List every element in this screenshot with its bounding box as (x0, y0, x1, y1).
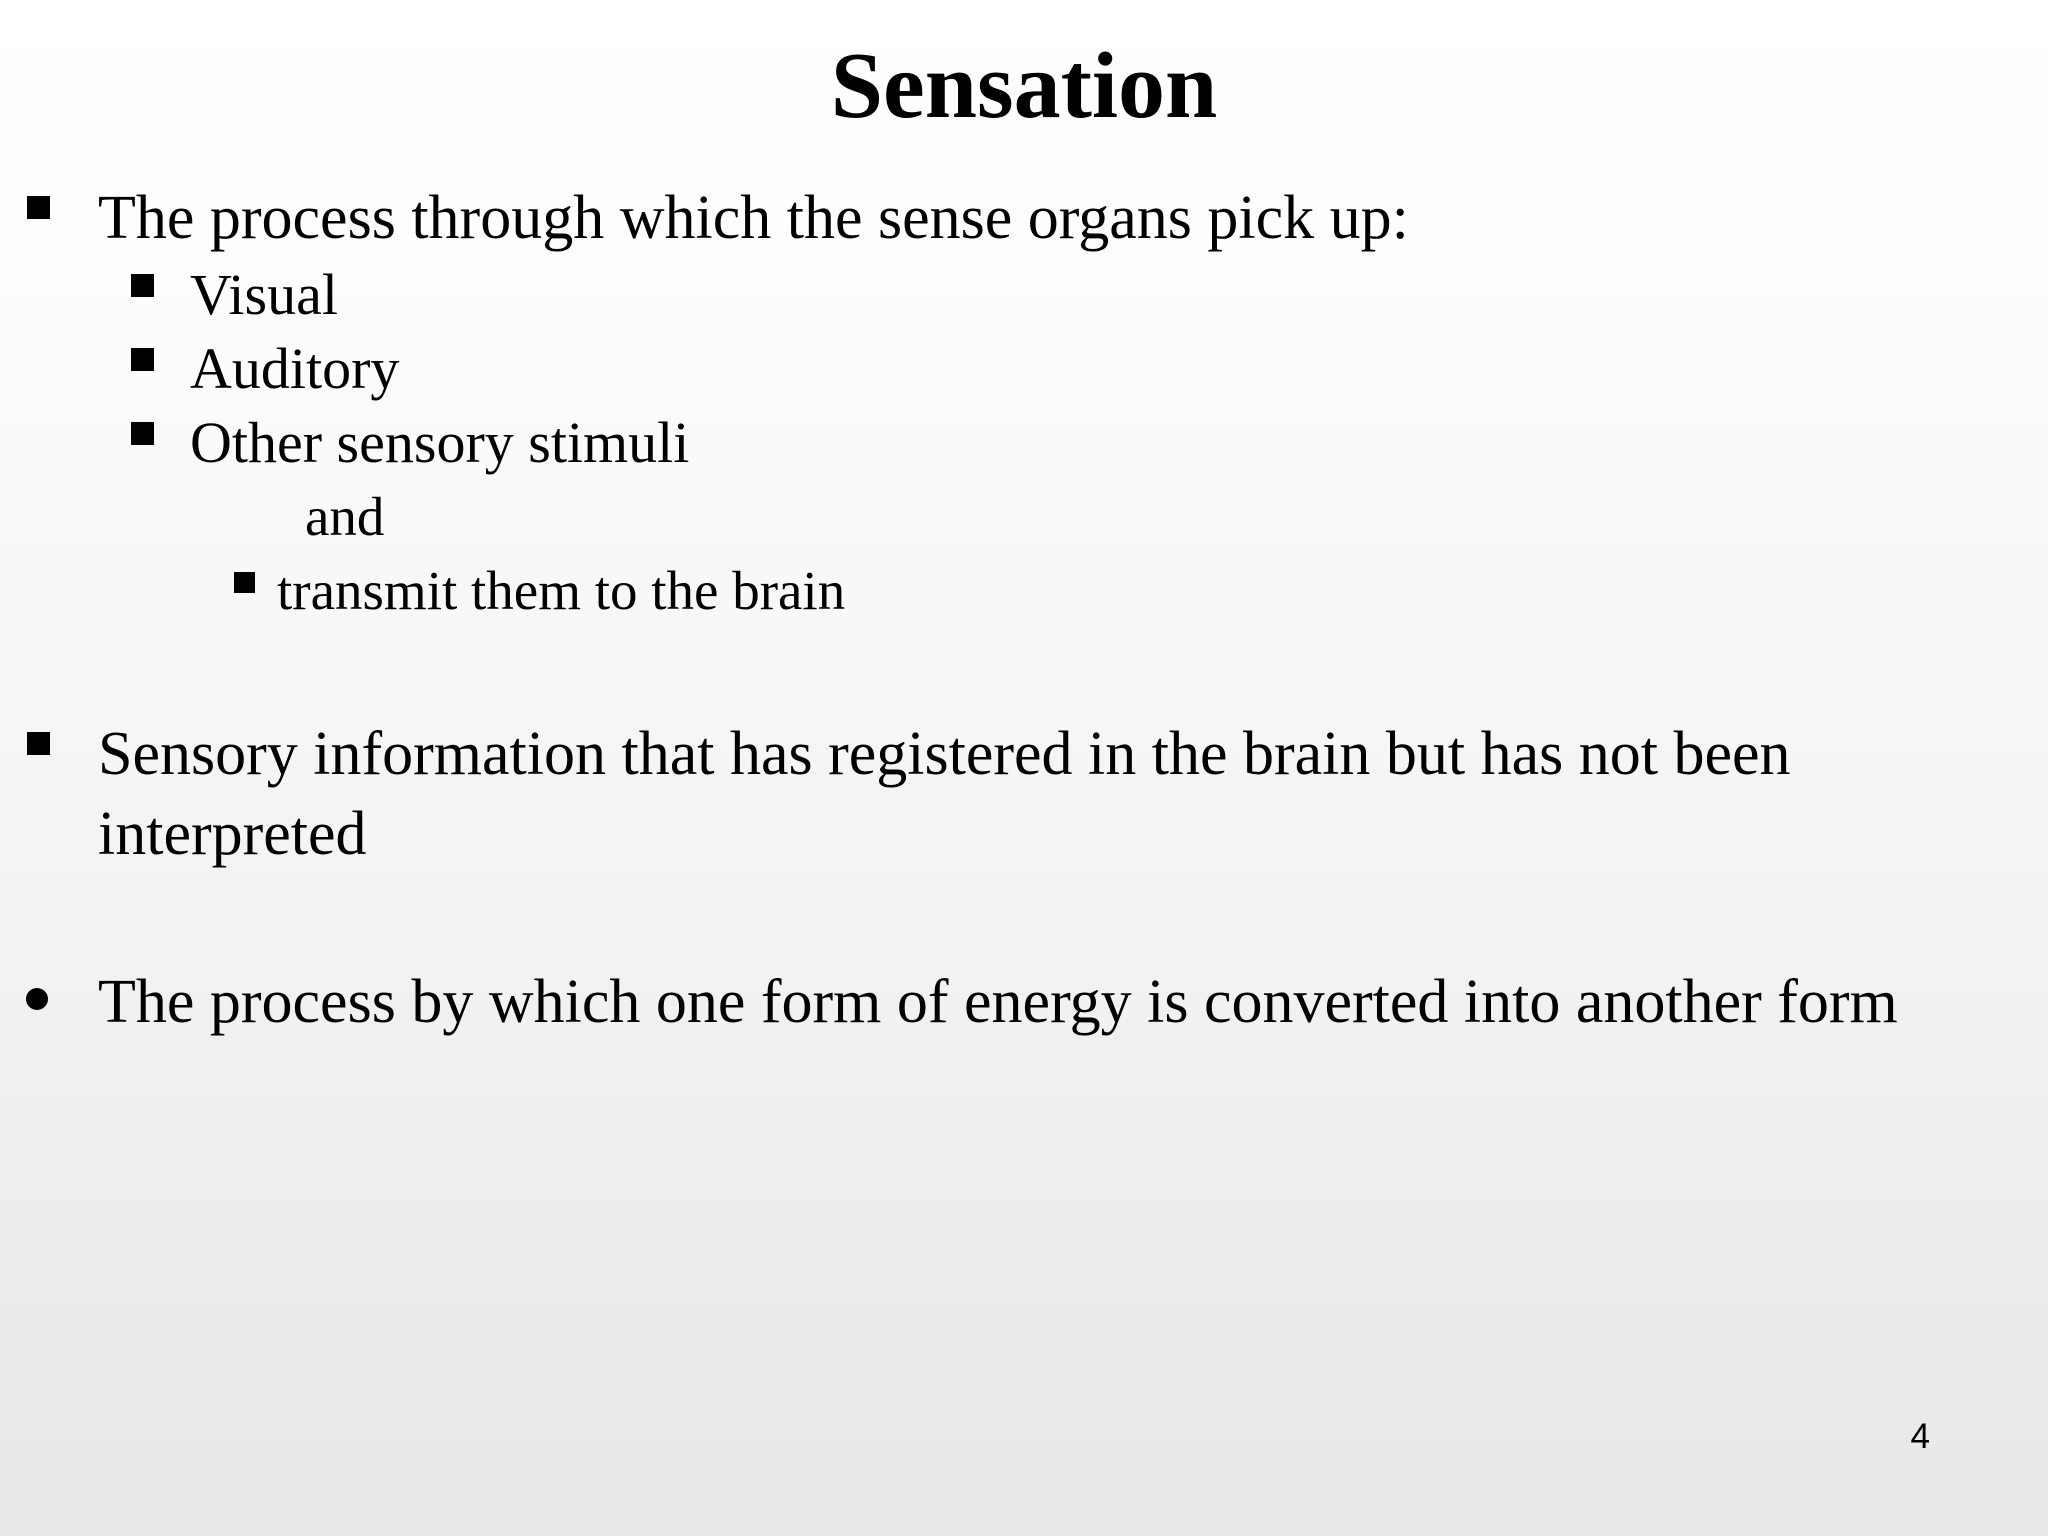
bullet-text: Other sensory stimuli (190, 410, 690, 475)
continuation-text: and (305, 486, 385, 547)
square-bullet-icon (131, 348, 154, 371)
page-number: 4 (1910, 1417, 1930, 1456)
bullet-item-level1-dot: The process by which one form of energy … (0, 962, 2048, 1042)
slide-title: Sensation (830, 34, 1218, 138)
bullet-text: Visual (190, 262, 338, 327)
bullet-item-level2: Auditory (0, 332, 2048, 406)
vertical-spacer (0, 628, 2048, 714)
slide-body: The process through which the sense orga… (0, 178, 2048, 1042)
bullet-text: Auditory (190, 336, 400, 401)
square-bullet-icon (27, 732, 50, 755)
square-bullet-icon (27, 196, 50, 219)
bullet-text: Sensory information that has registered … (98, 720, 1791, 868)
bullet-text: The process through which the sense orga… (98, 184, 1409, 252)
square-bullet-icon (131, 274, 154, 297)
bullet-text: transmit them to the brain (277, 560, 846, 621)
bullet-item-level2: Visual (0, 258, 2048, 332)
bullet-item-level1: The process through which the sense orga… (0, 178, 2048, 258)
square-bullet-icon (131, 422, 154, 445)
bullet-item-level3: transmit them to the brain (0, 554, 2048, 628)
bullet-text: The process by which one form of energy … (98, 968, 1898, 1036)
round-bullet-icon (26, 988, 48, 1010)
vertical-spacer (0, 874, 2048, 962)
square-bullet-icon (234, 572, 255, 593)
bullet-item-level2: Other sensory stimuli (0, 406, 2048, 480)
bullet-item-level1: Sensory information that has registered … (0, 714, 2048, 874)
continuation-line: and (0, 480, 2048, 554)
